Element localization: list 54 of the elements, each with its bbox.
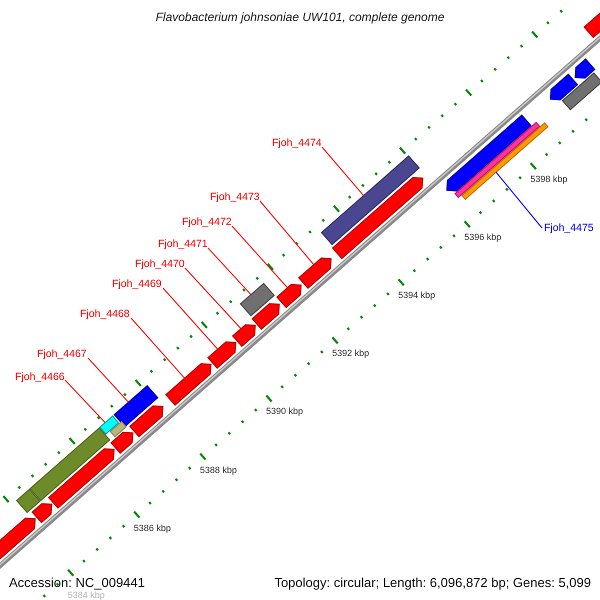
gene-bar <box>240 282 275 316</box>
leader-line <box>64 380 106 424</box>
scale-label: 5396 kbp <box>464 231 502 244</box>
gene-label: Fjoh_4466 <box>15 371 65 383</box>
gene-feature <box>232 324 256 348</box>
gene-bar <box>562 72 600 110</box>
gene-bar <box>110 420 127 438</box>
scale-label: 5390 kbp <box>266 405 304 418</box>
scale-label: 5392 kbp <box>332 347 370 360</box>
leader-line <box>88 358 129 403</box>
accession-text: Accession: NC_009441 <box>9 576 145 590</box>
leader-line <box>130 318 186 379</box>
gene-feature <box>574 58 596 79</box>
gene-label: Fjoh_4471 <box>158 238 208 250</box>
gene-bar <box>461 122 549 200</box>
genome-info-text: Topology: circular; Length: 6,096,872 bp; Genes: 5,099 <box>274 575 591 591</box>
gene-label: Fjoh_4473 <box>210 191 260 203</box>
gene-label: Fjoh_4475 <box>544 222 594 234</box>
gene-label: Fjoh_4468 <box>80 308 130 320</box>
leader-line <box>260 200 314 266</box>
gene-feature <box>0 518 36 560</box>
gene-label: Fjoh_4467 <box>37 348 87 360</box>
gene-label: Fjoh_4472 <box>182 216 232 228</box>
gene-feature <box>129 405 164 438</box>
gene-feature <box>165 363 212 406</box>
scale-label: 5384 kbp <box>68 590 105 600</box>
gene-bar <box>29 427 110 502</box>
leader-line <box>184 268 242 330</box>
leader-line <box>208 248 252 296</box>
map-title: Flavobacterium johnsoniae UW101, complete genome <box>154 11 446 23</box>
gene-feature <box>252 303 280 330</box>
leader-line <box>232 226 288 288</box>
gene-bar <box>320 155 420 246</box>
scale-label: 5386 kbp <box>134 522 171 534</box>
scale-label: 5398 kbp <box>530 173 568 186</box>
leader-line <box>162 288 218 350</box>
gene-label: Fjoh_4469 <box>112 278 162 290</box>
gene-bar <box>99 415 120 435</box>
scale-label: 5388 kbp <box>200 464 237 476</box>
leader-line <box>496 172 542 228</box>
gene-feature <box>48 448 115 509</box>
gene-bar <box>16 488 41 514</box>
scale-label: 5394 kbp <box>398 289 436 302</box>
gene-feature <box>446 114 532 192</box>
gene-feature <box>298 257 332 289</box>
leader-line <box>322 146 364 196</box>
gene-feature <box>207 341 236 369</box>
gene-feature <box>276 284 302 308</box>
gene-label: Fjoh_4470 <box>135 258 185 270</box>
gene-feature <box>550 74 578 100</box>
gene-bar <box>114 385 158 428</box>
gene-feature <box>332 176 424 260</box>
gene-feature <box>110 432 134 454</box>
gene-label: Fjoh_4474 <box>272 137 322 149</box>
